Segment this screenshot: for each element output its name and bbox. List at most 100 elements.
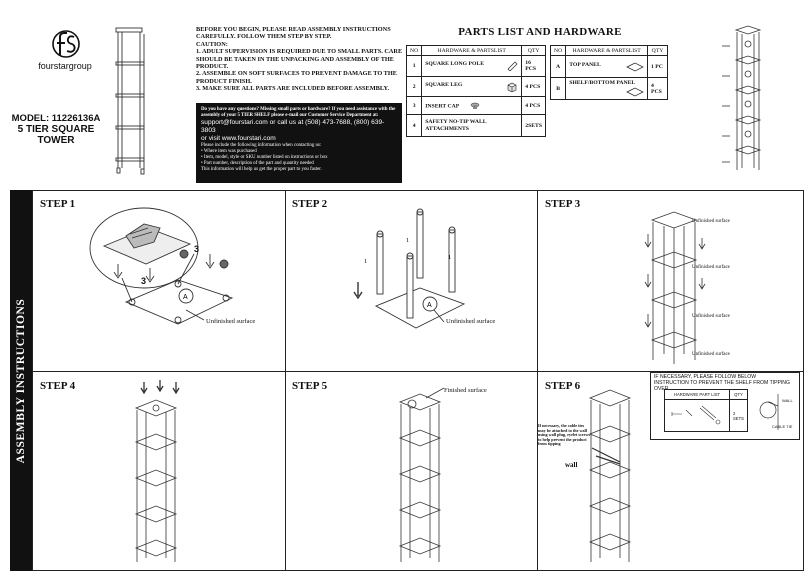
parts-table-right: NO HARDWARE & PARTSLIST QTY A TOP PANEL … [549,45,668,100]
part-name: SQUARE LONG POLE [425,61,484,67]
table-row: 4 SAFETY NO-TIP WALL ATTACHMENTS 2SETS [405,114,546,137]
part-name: SHELF/BOTTOM PANEL [569,80,636,87]
col-qty: QTY [647,45,668,56]
tip-hardware-cell [664,399,730,432]
part-no: B [549,77,567,100]
part-name-cell: TOP PANEL [565,55,648,78]
part-name: SQUARE LEG [425,81,463,88]
col-name: HARDWARE & PARTSLIST [421,45,523,56]
tip-qty: 2 SETS [729,399,748,432]
part-qty: 1 PC [647,55,668,78]
tip-hardware-table: HARDWARE PART LIST QTY 2 SETS [664,389,748,432]
col-qty: QTY [521,45,546,56]
caution-line: 3. MAKE SURE ALL PARTS ARE INCLUDED BEFO… [196,85,390,93]
step-5-illustration [398,387,445,562]
tip-line: INSTRUCTION TO PREVENT THE SHELF FROM TI… [654,379,790,392]
step-2-illustration: A [353,208,466,329]
grid-divider [285,191,286,570]
part-name-cell: SAFETY NO-TIP WALL ATTACHMENTS [421,114,523,137]
tip-cable-label: CABLE TIE [772,424,793,429]
brand-name: fourstargroup [38,61,92,71]
caution-text: BEFORE YOU BEGIN, PLEASE READ ASSEMBLY I… [196,26,403,93]
contact-info: • Where item was purchased [201,148,257,154]
part-qty: 4 PCS [521,96,546,115]
grid-divider [537,191,538,570]
step-1-label: Unfinished surface [206,318,256,325]
part-qty: 4 PCS [647,77,668,100]
step-2-pole-number: 1 [448,254,452,261]
step-6-note-line: from tipping [538,441,561,447]
part-name-cell: SQUARE LONG POLE [421,55,523,77]
step-6-note-line: If necessary, the cable ties [538,423,585,428]
col-no: NO [405,45,423,56]
tip-line: IF NECESSARY, PLEASE FOLLOW BELOW [654,374,757,380]
part-name-cell: INSERT CAP [421,96,523,115]
step-4-illustration [134,380,180,562]
product-name-line2: TOWER [37,135,75,146]
part-no: A [549,55,567,78]
step-2-label: Unfinished surface [446,318,496,325]
shelf-panel-icon [626,87,644,97]
step-5-title: STEP 5 [292,380,328,392]
caution-line: BEFORE YOU BEGIN, PLEASE READ ASSEMBLY I… [196,26,391,33]
step-2-title: STEP 2 [292,198,328,210]
step-6-note-line: using wall plug, eyelet screws [538,432,591,438]
part-qty: 16 PCS [521,55,546,77]
contact-website: or visit www.fourstari.com [201,134,276,142]
step-3-label: Unfinished surface [692,265,730,270]
step-4-title: STEP 4 [40,380,76,392]
contact-info: Please include the following information… [201,142,322,148]
step-1-illustration: A [89,207,234,325]
step-6-note-line: to help prevent the product [538,436,587,442]
step-2-pole-number: 1 [364,258,368,265]
part-qty: 4 PCS [521,76,546,97]
table-row: A TOP PANEL 1 PC [549,55,668,78]
step-6-note-line: may be attached to the wall [538,427,587,433]
contact-line: Do you have any questions? Missing small… [201,107,396,112]
part-name: SAFETY NO-TIP WALL ATTACHMENTS [425,119,487,132]
steps-grid [32,190,804,571]
part-no: 4 [405,114,423,137]
step-2-panel-letter: A [427,302,432,309]
step-3-label: Unfinished surface [692,314,730,319]
table-row: 3 INSERT CAP 4 PCS [405,96,546,115]
step-3-label: Unfinished surface [692,352,730,357]
step-3-illustration [644,211,706,364]
table-row: B SHELF/BOTTOM PANEL 4 PCS [549,77,668,100]
caution-line: 1. ADULT SUPERVISION IS REQUIRED DUE TO … [196,48,403,56]
tower-illustration-header-left [115,27,145,175]
table-row: 2 SETS [664,399,748,432]
col-name: HARDWARE & PARTSLIST [565,45,648,56]
contact-info: • Part number, description of the part a… [201,160,314,166]
step-6-title: STEP 6 [545,380,581,392]
step-6-note: If necessary, the cable ties may be atta… [538,423,608,447]
step-1-title: STEP 1 [40,198,76,210]
step-3-title: STEP 3 [545,198,581,210]
part-name-cell: SHELF/BOTTOM PANEL [565,77,648,100]
part-name: INSERT CAP [425,102,460,109]
part-qty: 2SETS [521,114,546,137]
tip-col-qty: QTY [729,389,748,400]
pole-icon [507,61,518,71]
contact-box: Do you have any questions? Missing small… [196,103,402,183]
step-5-label: Finished surface [444,387,487,394]
contact-line: assembly of your 5 TIER SHELF please e-m… [201,113,379,119]
parts-table-left: NO HARDWARE & PARTSLIST QTY 1 SQUARE LON… [405,45,546,137]
wall-anchor-icon [671,405,721,425]
part-name-cell: SQUARE LEG [421,76,523,97]
step-6-illustration [588,389,632,562]
assembly-instructions-title: ASSEMBLY INSTRUCTIONS [15,298,27,464]
step-3-label: Unfinished surface [692,219,730,224]
parts-title: PARTS LIST AND HARDWARE [458,26,622,38]
tip-over-box [650,372,800,440]
product-name-line1: 5 TIER SQUARE [17,124,95,135]
contact-info: This information will help us get the pr… [201,166,322,172]
caution-line: 2. ASSEMBLE ON SOFT SURFACES TO PREVENT … [196,70,397,78]
col-no: NO [549,45,567,56]
product-model: MODEL: 11226136A 5 TIER SQUARE TOWER [10,113,102,146]
side-bar [10,190,32,571]
caution-line: PRODUCT FINISH. [196,77,252,85]
tip-col-name: HARDWARE PART LIST [664,389,730,400]
caution-line: CAUTION: [196,40,228,48]
table-row: 1 SQUARE LONG POLE 16 PCS [405,55,546,77]
